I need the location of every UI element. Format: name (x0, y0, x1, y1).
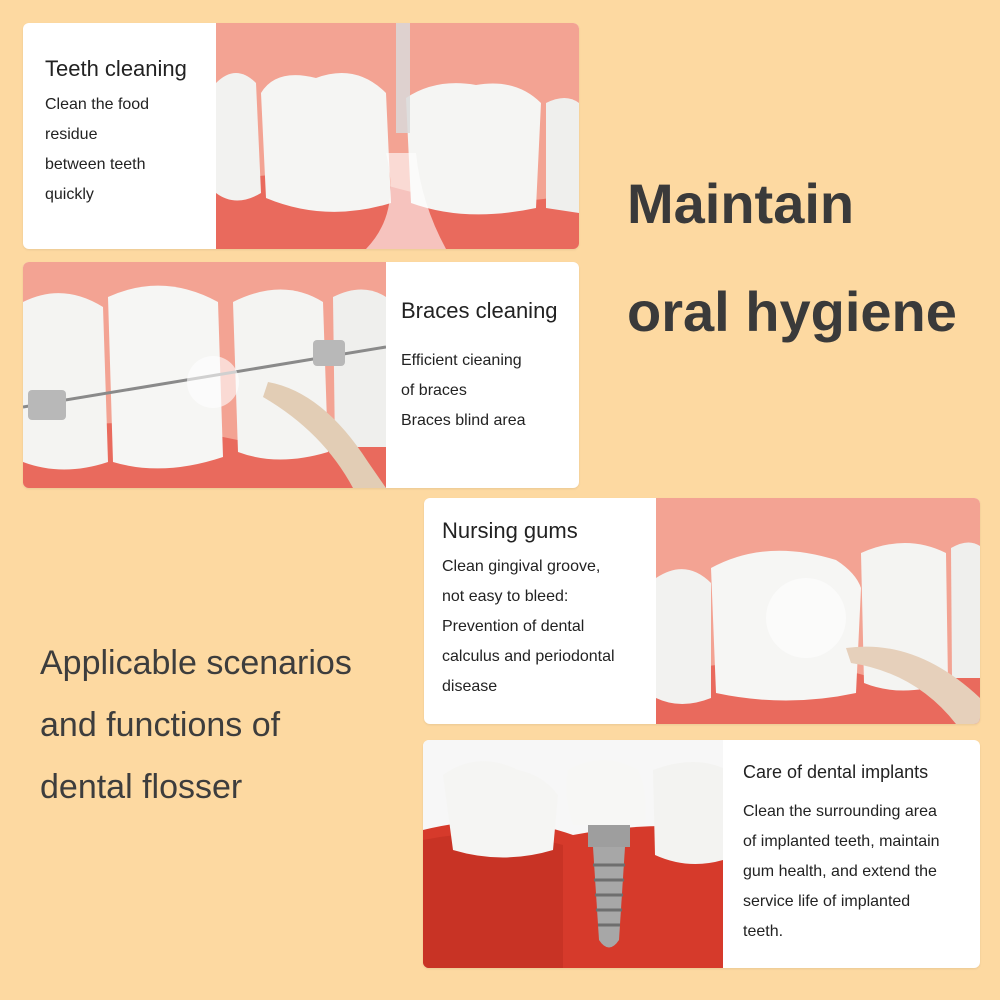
card-description-line: Clean gingival groove, (442, 558, 601, 575)
card-description-line: Braces blind area (401, 412, 526, 429)
headline-line: oral hygiene (627, 280, 957, 343)
nursing-gums-text: Nursing gums Clean gingival groove, not … (424, 498, 656, 724)
subheading-line: Applicable scenarios (40, 644, 352, 682)
card-description-line: calculus and periodontal (442, 648, 615, 665)
card-description-line: Efficient cieaning (401, 352, 522, 369)
teeth-cleaning-text: Teeth cleaning Clean the food residue be… (23, 23, 216, 249)
dental-implants-text: Care of dental implants Clean the surrou… (723, 740, 980, 968)
card-description-line: Prevention of dental (442, 618, 585, 635)
card-description-line: between teeth (45, 156, 146, 173)
card-description-line: of implanted teeth, maintain (743, 833, 940, 850)
card-title: Nursing gums (442, 518, 578, 543)
gum-cleaning-image (656, 498, 980, 724)
card-title: Braces cleaning (401, 298, 558, 323)
braces-cleaning-image (23, 262, 386, 488)
card-description-line: disease (442, 678, 498, 695)
card-title: Care of dental implants (743, 762, 929, 782)
teeth-water-jet-image (216, 23, 579, 249)
dental-implant-image (423, 740, 723, 968)
card-description-line: residue (45, 126, 98, 143)
card-description-line: Clean the surrounding area (743, 803, 937, 820)
subheading: Applicable scenarios and functions of de… (40, 632, 352, 818)
card-description-line: quickly (45, 186, 94, 203)
card-title: Teeth cleaning (45, 56, 187, 81)
nursing-gums-card: Nursing gums Clean gingival groove, not … (424, 498, 980, 724)
card-description-line: teeth. (743, 923, 784, 940)
card-description-line: Clean the food (45, 96, 150, 113)
card-description-line: service life of implanted (743, 893, 911, 910)
card-description-line: not easy to bleed: (442, 588, 569, 605)
card-description-line: of braces (401, 382, 467, 399)
card-description-line: gum health, and extend the (743, 863, 937, 880)
subheading-line: and functions of (40, 706, 281, 744)
braces-cleaning-text: Braces cleaning Efficient cieaning of br… (386, 262, 579, 488)
teeth-cleaning-card: Teeth cleaning Clean the food residue be… (23, 23, 579, 249)
braces-cleaning-card: Braces cleaning Efficient cieaning of br… (23, 262, 579, 488)
dental-implants-card: Care of dental implants Clean the surrou… (423, 740, 980, 968)
headline-line: Maintain (627, 172, 855, 235)
headline: Maintain oral hygiene (627, 150, 957, 366)
subheading-line: dental flosser (40, 768, 243, 806)
